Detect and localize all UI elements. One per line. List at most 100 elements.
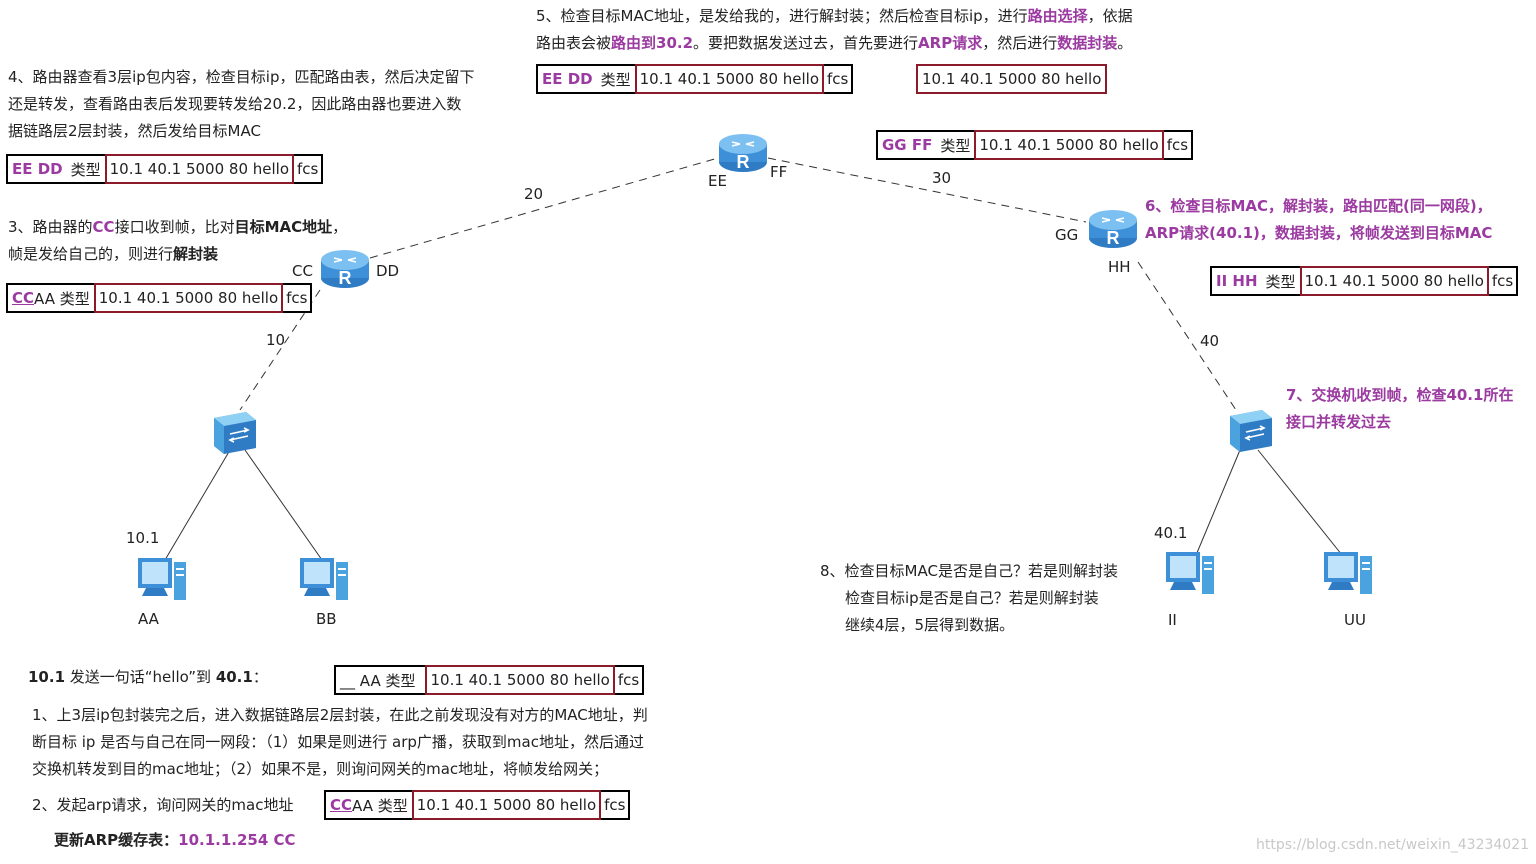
router-icon[interactable]: R [1088,206,1138,250]
note-text: 帧是发给自己的，则进行 [8,245,174,263]
frame-type: 类型 [70,160,101,179]
svg-text:R: R [339,268,352,288]
frame-mac: CC [12,289,35,307]
note-line: 6、检查目标MAC，解封装，路由匹配(同一网段)， [1145,197,1492,215]
note-step3: 3、路由器的CC接口收到帧，比对目标MAC地址， 帧是发给自己的，则进行解封装 [8,214,347,268]
pc-icon[interactable] [134,556,190,606]
frame-payload: 10.1 40.1 5000 80 hello [93,283,284,313]
note-step5: 5、检查目标MAC地址，是发给我的，进行解封装；然后检查目标ip，进行路由选择，… [536,3,1133,57]
frame-fcs: fcs [617,671,640,689]
note-step6: 6、检查目标MAC，解封装，路由匹配(同一网段)， ARP请求(40.1)，数据… [1145,193,1492,247]
note-line: 据链路层2层封装，然后发给目标MAC [8,122,261,140]
link-label-10: 10 [266,331,286,349]
frame-payload: 10.1 40.1 5000 80 hello [411,790,602,820]
frame-payload: 10.1 40.1 5000 80 hello [1299,266,1489,296]
note-line: 接口并转发过去 [1286,413,1392,431]
note-line: 8、检查目标MAC是否是自己？若是则解封装 [820,562,1118,580]
frame-mac: CC [330,796,353,814]
link-label-40: 40 [1200,332,1220,350]
note-line: 继续4层，5层得到数据。 [845,616,1015,634]
note-line: ARP请求(40.1)，数据封装，将帧发送到目标MAC [1145,224,1493,242]
note-bold: 解封装 [173,245,219,263]
note-bold: 更新ARP缓存表： [54,831,179,849]
svg-text:R: R [737,152,750,172]
note-text: ， [332,218,348,236]
frame-payload: 10.1 40.1 5000 80 hello [974,130,1164,160]
note-highlight: 路由选择 [1027,7,1088,25]
note-text: ： [252,668,268,686]
frame-fcs: fcs [297,160,319,178]
note-step8: 8、检查目标MAC是否是自己？若是则解封装 检查目标ip是否是自己？若是则解封装… [820,558,1118,639]
link-router-switch-left [239,289,321,411]
note-highlight: 数据封装 [1057,34,1118,52]
frame-fcs: fcs [827,70,849,88]
frame-payload: 10.1 40.1 5000 80 hello [634,64,825,94]
note-text: 发送一句话“hello”到 [65,668,216,686]
switch-icon[interactable] [210,408,258,454]
switch-icon[interactable] [1226,406,1274,452]
router-icon[interactable]: R [320,246,370,290]
frame-type: AA 类型 [352,796,408,815]
note-text: ，然后进行 [982,34,1058,52]
pc-icon[interactable] [1320,550,1376,600]
note-highlight: 10.1.1.254 CC [178,831,296,849]
frame-type: AA 类型 [34,289,90,308]
host-label-bb: BB [316,610,337,628]
note-text: 。要把数据发送过去，首先要进行 [693,34,919,52]
note-text: ，依据 [1087,7,1133,25]
note-bold: 40.1 [215,668,253,686]
pc-icon[interactable] [1162,550,1218,600]
router-label-ff: FF [770,163,788,181]
frame-mac: EE DD [12,160,63,178]
note-line: 1、上3层ip包封装完之后，进入数据链路层2层封装，在此之前发现没有对方的MAC… [32,706,648,724]
frame-ee-dd-router2: EE DD 类型 10.1 40.1 5000 80 hello fcs [536,64,854,94]
note-line: 还是转发，查看路由表后发现要转发给20.2，因此路由器也要进入数 [8,95,462,113]
host-label-uu: UU [1344,611,1366,629]
note-intro: 10.1 发送一句话“hello”到 40.1： [28,664,268,691]
link-router-switch-right [1137,261,1237,411]
router-icon[interactable]: R [718,130,768,174]
host-label-ii: II [1168,611,1177,629]
link-switch-uu [1257,449,1347,561]
router-label-dd: DD [376,262,400,280]
frame-fcs: fcs [286,289,308,307]
link-label-30: 30 [932,169,952,187]
router-label-ee: EE [708,172,727,190]
host-ip-aa: 10.1 [126,529,160,547]
note-line: 检查目标ip是否是自己？若是则解封装 [845,589,1099,607]
link-cc-ee [369,157,719,259]
note-highlight: CC [92,218,115,236]
note-line: 7、交换机收到帧，检查40.1所在 [1286,386,1514,404]
link-switch-aa [164,449,231,561]
note-highlight: 路由到30.2 [611,34,694,52]
frame-payload: 10.1 40.1 5000 80 hello [425,665,615,695]
frame-mac: __ AA 类型 [340,671,416,690]
frame-fcs: fcs [604,796,626,814]
frame-mac: GG FF [882,136,933,154]
link-label-20: 20 [524,185,544,203]
note-text: 3、路由器的 [8,218,93,236]
link-ff-gg [767,157,1087,223]
note-step4: 4、路由器查看3层ip包内容，检查目标ip，匹配路由表，然后决定留下 还是转发，… [8,64,474,145]
note-line: 交换机转发到目的mac地址；（2）如果不是，则询问网关的mac地址，将帧发给网关… [32,760,609,778]
frame-fcs: fcs [1491,272,1514,290]
link-switch-bb [244,449,323,561]
note-step1: 1、上3层ip包封装完之后，进入数据链路层2层封装，在此之前发现没有对方的MAC… [32,702,648,783]
ip-packet: 10.1 40.1 5000 80 hello [916,64,1108,94]
router-label-gg: GG [1055,226,1079,244]
frame-type: 类型 [600,70,631,89]
note-highlight: ARP请求 [918,34,983,52]
note-bold: 10.1 [28,668,66,686]
frame-mac: II HH [1216,272,1258,290]
note-step2: 2、发起arp请求，询问网关的mac地址 [32,796,294,814]
frame-ii-hh: II HH 类型 10.1 40.1 5000 80 hello fcs [1210,266,1519,296]
frame-type: 类型 [1265,272,1296,291]
frame-mac: EE DD [542,70,593,88]
note-text: 接口收到帧，比对 [114,218,235,236]
pc-icon[interactable] [296,556,352,606]
